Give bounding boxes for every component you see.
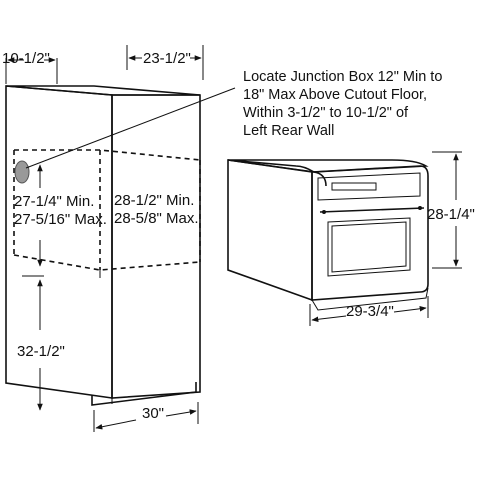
dim-cabinet-top-depth-text: 23-1/2" — [143, 50, 191, 67]
dim-oven-width-text: 29-3/4" — [346, 303, 394, 320]
note-line-4: Left Rear Wall — [243, 123, 334, 139]
junction-box-icon — [14, 160, 30, 184]
dim-cabinet-top-depth: 23-1/2" — [126, 45, 204, 80]
junction-box-note: Locate Junction Box 12" Min to 18" Max A… — [243, 69, 442, 139]
dim-cabinet-side-depth: 10-1/2" — [2, 50, 58, 84]
dim-oven-height-text: 28-1/4" — [427, 206, 475, 223]
dim-cabinet-width: 30" — [93, 402, 199, 432]
dim-cutout-height-text: 27-1/4" Min. — [14, 193, 94, 210]
dim-cutout-width-text: 28-1/2" Min. — [114, 192, 194, 209]
dim-cabinet-width-text: 30" — [142, 405, 164, 422]
dim-cutout-height: 27-1/4" Min. 27-5/16" Max. — [14, 164, 107, 267]
cabinet-drawing — [5, 85, 201, 406]
junction-leader-line — [25, 87, 236, 169]
dim-floor-height: 32-1/2" — [17, 275, 65, 411]
dim-cutout-height-max-text: 27-5/16" Max. — [14, 211, 107, 228]
oven-drawing — [227, 159, 429, 311]
dim-cutout-width: 28-1/2" Min. 28-5/8" Max. — [114, 192, 199, 227]
note-line-3: Within 3-1/2" to 10-1/2" of — [243, 105, 409, 121]
dim-cutout-width-max-text: 28-5/8" Max. — [114, 210, 199, 227]
note-line-2: 18" Max Above Cutout Floor, — [243, 87, 427, 103]
dim-oven-width: 29-3/4" — [309, 296, 429, 326]
note-line-1: Locate Junction Box 12" Min to — [243, 69, 442, 85]
dim-cabinet-side-depth-text: 10-1/2" — [2, 50, 50, 67]
dim-floor-height-text: 32-1/2" — [17, 343, 65, 360]
dim-oven-height: 28-1/4" — [427, 151, 475, 269]
